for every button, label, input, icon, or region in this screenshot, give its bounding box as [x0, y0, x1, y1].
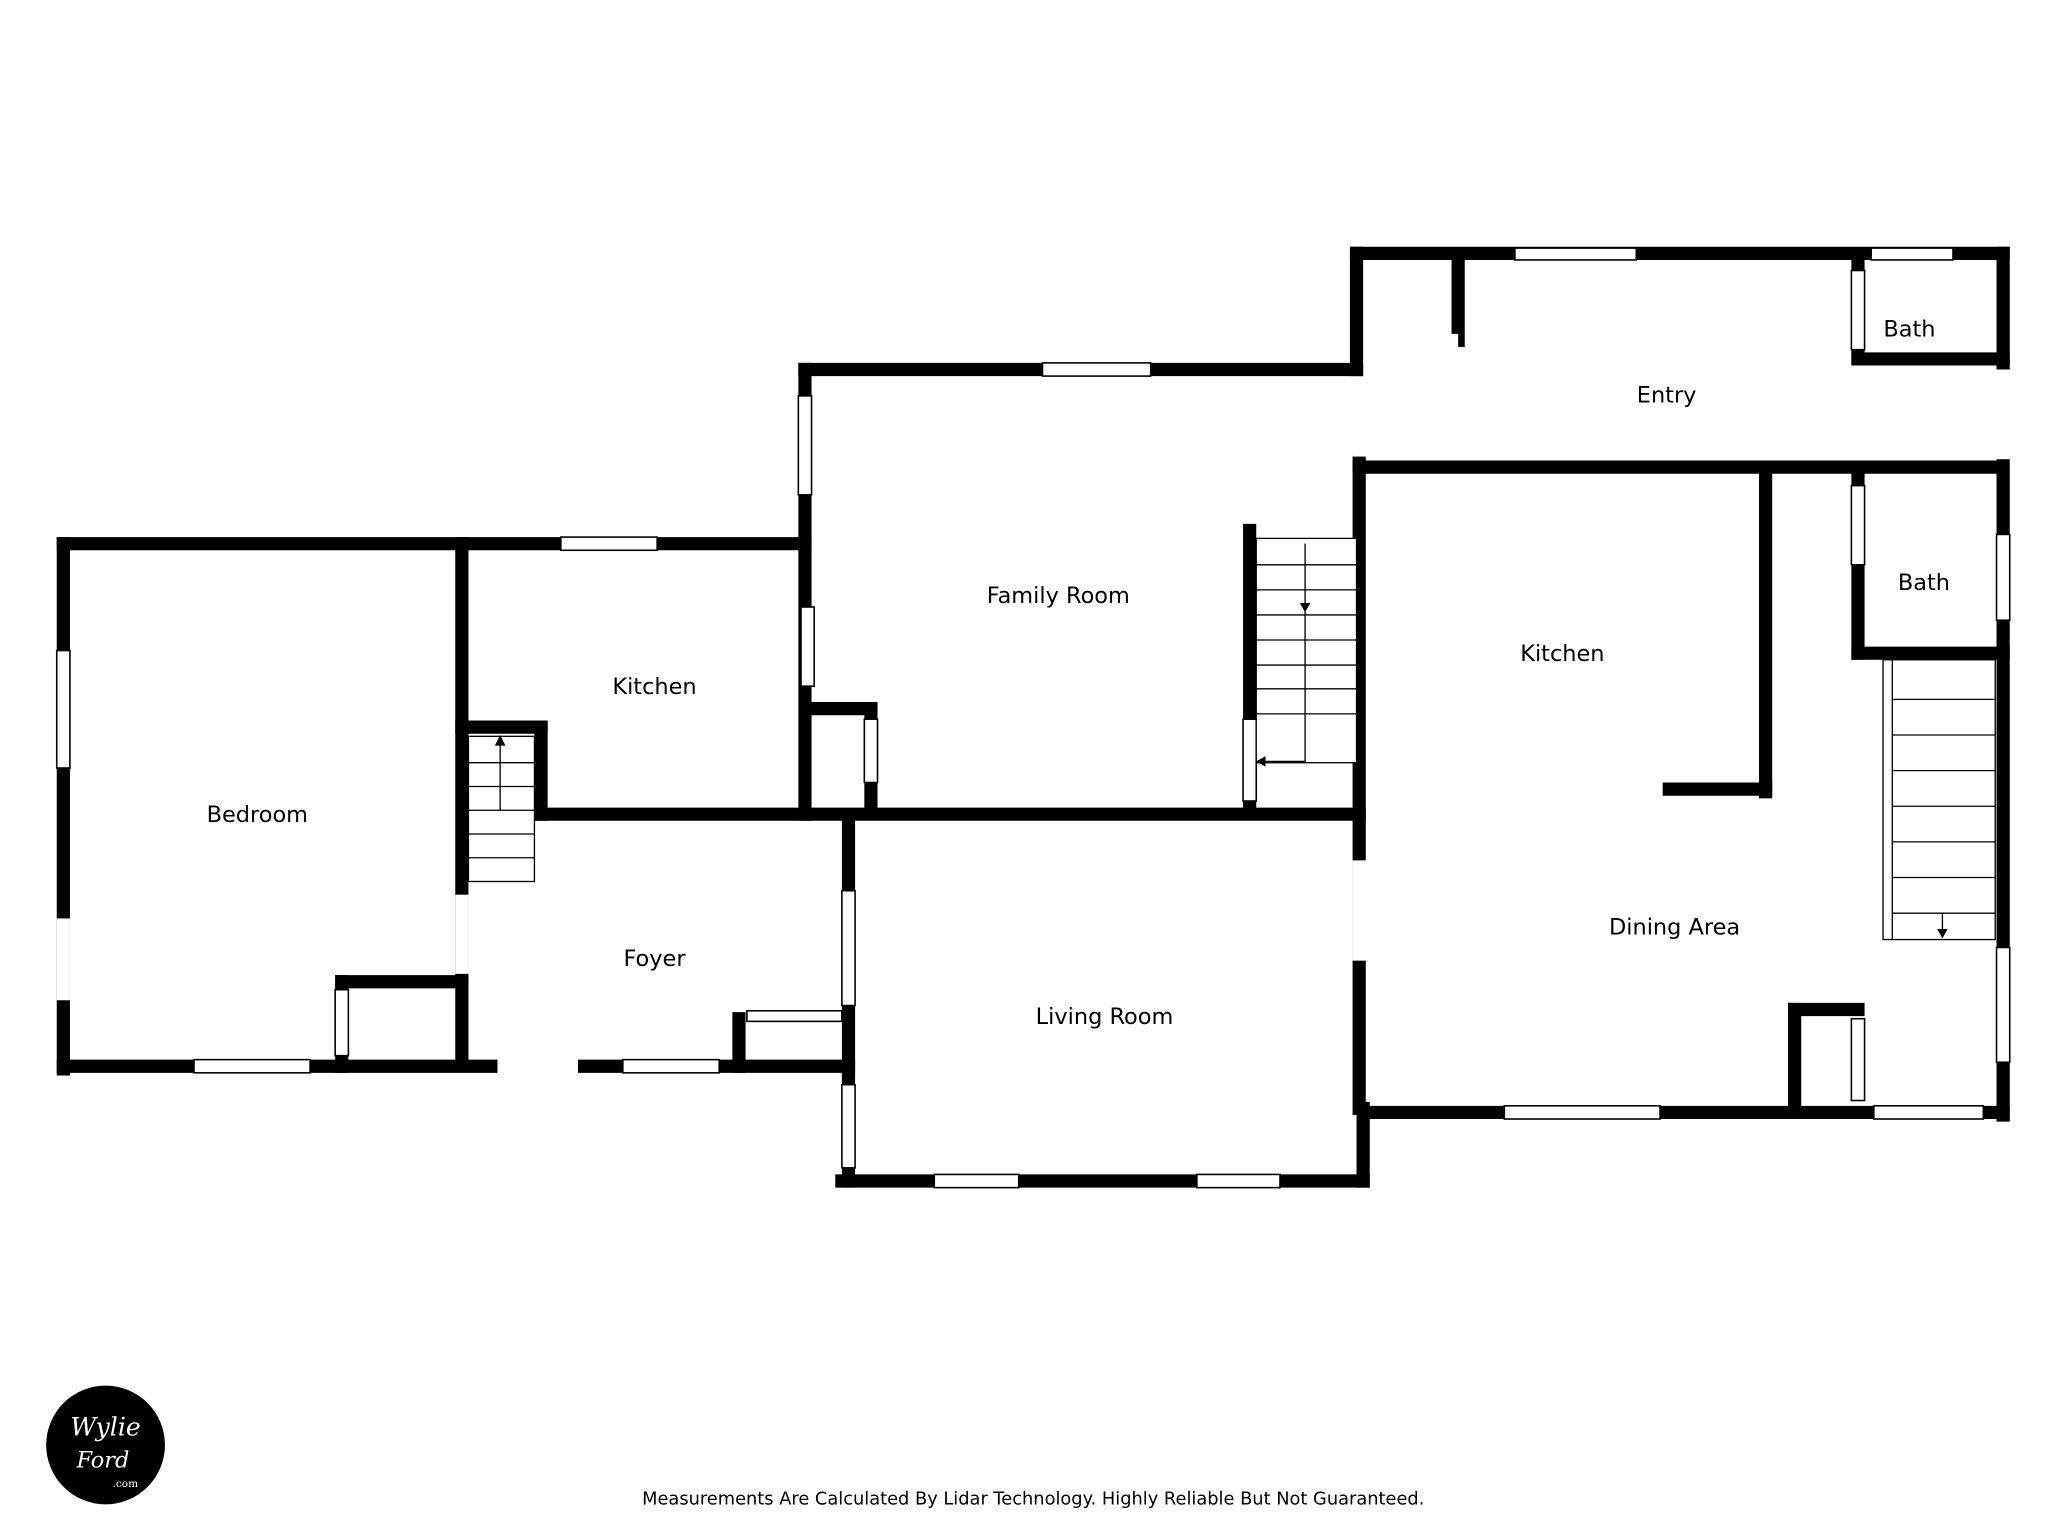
wylie-ford-logo: Wylie Ford .com — [46, 1385, 165, 1505]
staircase-family-room — [1255, 537, 1358, 767]
room-label-entry: Entry — [1637, 382, 1697, 408]
room-label-bedroom: Bedroom — [207, 802, 308, 828]
room-label-family-room: Family Room — [987, 583, 1130, 609]
svg-text:Ford: Ford — [75, 1447, 129, 1473]
svg-text:.com: .com — [113, 1478, 139, 1490]
room-label-living-room: Living Room — [1036, 1004, 1174, 1030]
room-label-foyer: Foyer — [623, 946, 686, 972]
room-label-bath-middle: Bath — [1898, 570, 1950, 596]
room-label-bath-top: Bath — [1883, 316, 1935, 342]
openings-and-windows — [55, 247, 2012, 1189]
svg-text:Wylie: Wylie — [70, 1413, 140, 1442]
room-label-kitchen-left: Kitchen — [612, 674, 696, 700]
room-label-kitchen-right: Kitchen — [1520, 641, 1604, 667]
room-labels: Bedroom Kitchen Foyer Family Room Living… — [207, 316, 1950, 1030]
staircase-dining — [1882, 659, 1996, 941]
walls — [56, 246, 2010, 1188]
staircase-foyer — [467, 735, 536, 883]
room-label-dining-area: Dining Area — [1609, 914, 1740, 940]
disclaimer-text: Measurements Are Calculated By Lidar Tec… — [642, 1488, 1424, 1509]
